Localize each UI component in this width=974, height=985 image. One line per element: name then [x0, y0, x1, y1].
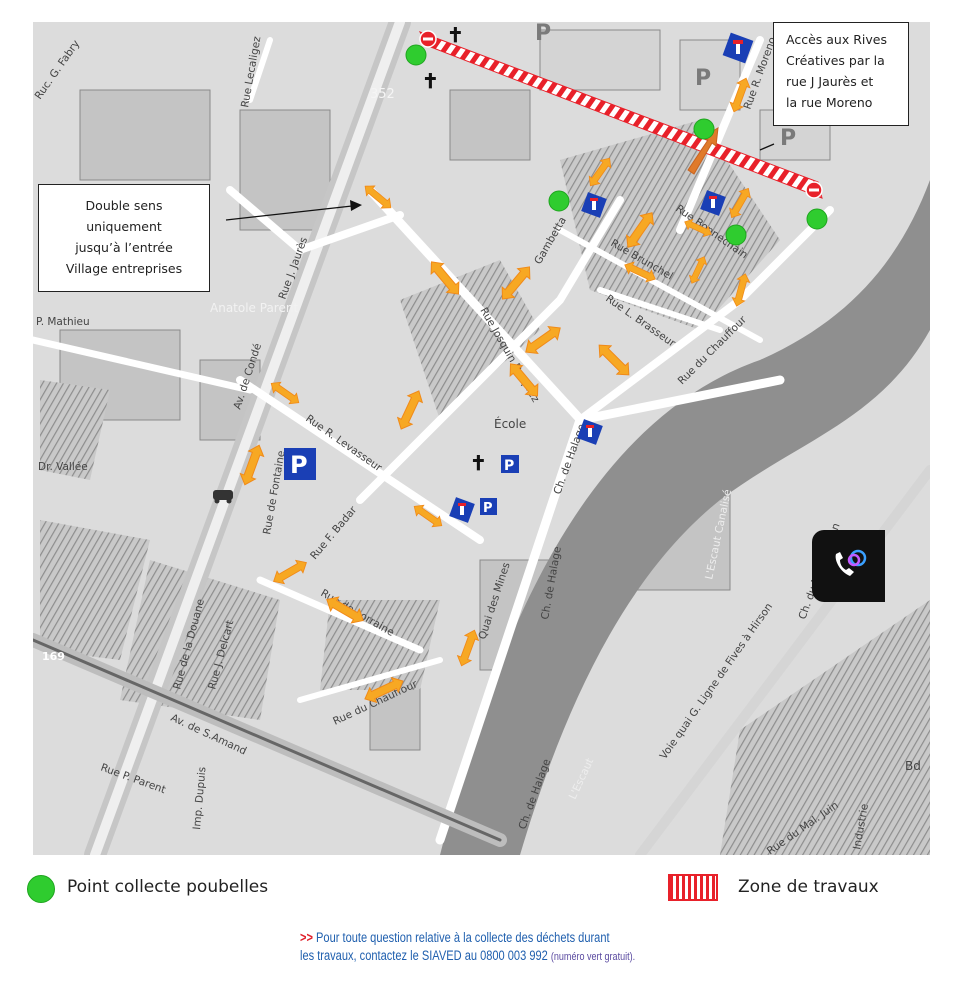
canal	[440, 180, 930, 855]
footer-marker: >>	[300, 930, 313, 945]
dead-end-icon	[700, 190, 726, 216]
footer-line1: Pour toute question relative à la collec…	[316, 930, 610, 945]
blue-parking-signs: P P P	[284, 448, 519, 516]
street-label: Imp. Dupuis	[191, 766, 208, 830]
footer-contact-note: >> Pour toute question relative à la col…	[300, 929, 635, 966]
svg-text:P: P	[290, 451, 308, 479]
road-number: 169	[42, 650, 65, 663]
parking-sign: P	[480, 498, 497, 516]
callout-pointer-line	[759, 143, 775, 151]
road-number: 352	[370, 87, 395, 102]
dense-housing	[40, 120, 930, 855]
place-label-ecole: École	[494, 416, 526, 431]
collection-point-icon	[806, 208, 828, 230]
dead-end-icon	[722, 32, 754, 64]
place-label: Anatole Parent	[210, 301, 298, 315]
no-entry-icon	[805, 181, 823, 199]
callout-line: la rue Moreno	[786, 95, 873, 110]
legend-label: Point collecte poubelles	[67, 877, 269, 897]
church-icon: ✝	[447, 25, 464, 47]
collection-point-icon	[548, 190, 570, 212]
callout-line: Double sens	[85, 198, 163, 213]
church-icon: ✝	[422, 71, 439, 93]
dead-end-icon	[581, 192, 607, 218]
collection-point-icon	[405, 44, 427, 66]
callout-pointer-arrowhead	[350, 200, 362, 211]
callout-line: Créatives par la	[786, 53, 885, 68]
footer-line2: les travaux, contactez le SIAVED au 0800…	[300, 948, 548, 963]
dead-end-icon	[449, 497, 475, 523]
no-entry-signs	[419, 30, 823, 199]
callout-line: uniquement	[86, 219, 162, 234]
map[interactable]: Ruc. G. Fabry Rue Lecaligez Rue J. Jaurè…	[33, 22, 930, 855]
no-entry-icon	[419, 30, 437, 48]
parking-label: P	[535, 22, 551, 46]
street-label: P. Mathieu	[36, 316, 90, 328]
callout-double-sens: Double sens uniquement jusqu’à l’entrée …	[38, 184, 210, 292]
collection-points	[405, 44, 828, 246]
parking-sign: P	[501, 455, 519, 474]
callout-line: Accès aux Rives	[786, 32, 887, 47]
church-icon: ✝	[470, 453, 487, 475]
dead-end-signs	[449, 32, 754, 523]
gray-parking-labels: P P P	[535, 22, 796, 151]
collection-point-icon	[725, 224, 747, 246]
collection-point-icon	[27, 875, 55, 903]
parking-sign: P	[284, 448, 316, 480]
callout-acces-rives: Accès aux Rives Créatives par la rue J J…	[773, 22, 909, 126]
callout-line: Village entreprises	[65, 261, 183, 276]
callout-pointer-line	[225, 205, 353, 221]
street-label: Bd	[905, 759, 921, 773]
street-label: Dr. Vallée	[38, 461, 88, 473]
collection-point-icon	[693, 118, 715, 140]
dead-end-icon	[577, 419, 603, 445]
phone-chat-icon	[835, 549, 867, 576]
callout-line: jusqu’à l’entrée	[75, 240, 173, 255]
church-icons: ✝ ✝ ✝	[422, 25, 487, 475]
works-zone-swatch	[668, 874, 718, 901]
svg-text:P: P	[483, 501, 493, 516]
car-icon	[213, 490, 233, 504]
call-app-button[interactable]	[812, 530, 885, 602]
callout-line: rue J Jaurès et	[786, 74, 874, 89]
parking-label: P	[780, 126, 796, 151]
legend-label: Zone de travaux	[738, 877, 879, 897]
one-way-arrow-icon	[687, 127, 719, 175]
parking-label: P	[695, 66, 711, 91]
roads	[33, 22, 930, 855]
footer-note: (numéro vert gratuit).	[550, 951, 636, 963]
svg-text:P: P	[504, 458, 514, 474]
